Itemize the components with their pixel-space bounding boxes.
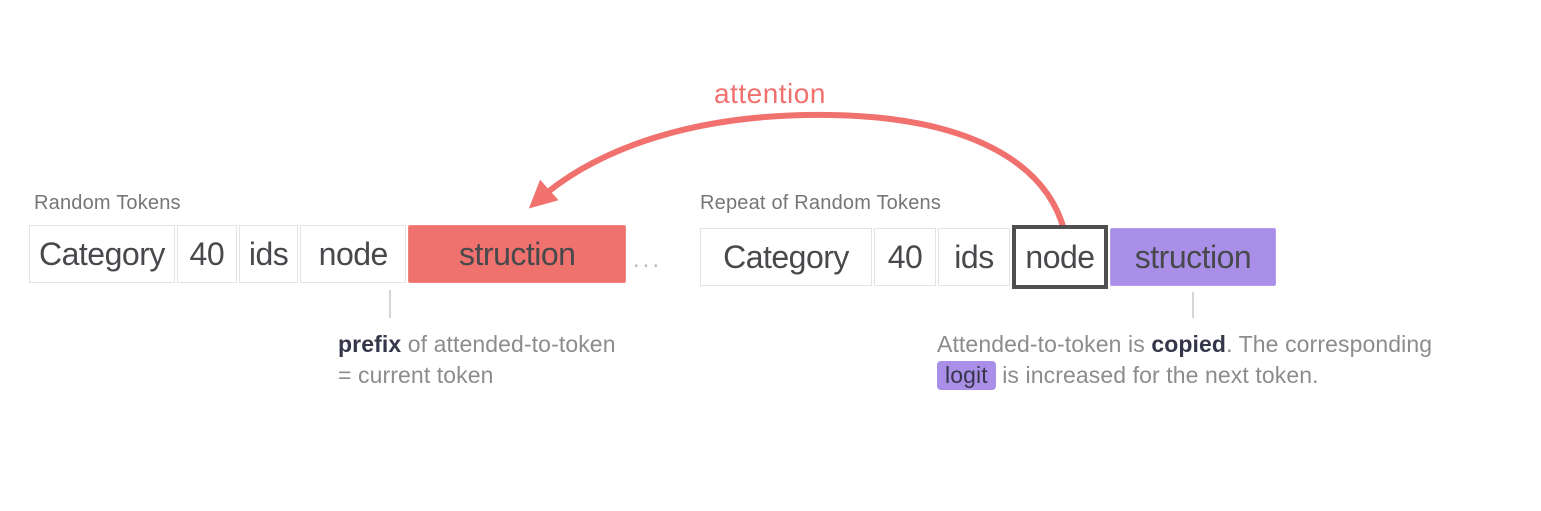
left-caption-line1: prefix of attended-to-token	[338, 329, 616, 360]
token-category: Category	[29, 225, 175, 283]
token-struction-highlighted-purple: struction	[1110, 228, 1276, 286]
right-caption-bold-copied: copied	[1151, 331, 1227, 357]
right-caption-tick	[1192, 292, 1194, 318]
attention-label: attention	[714, 78, 826, 109]
left-caption-line1-rest: of attended-to-token	[401, 331, 616, 357]
token-40: 40	[176, 225, 237, 283]
left-token-row: Category 40 ids node struction	[29, 225, 627, 283]
left-sequence-label: Random Tokens	[34, 192, 181, 214]
right-caption-line2: logit is increased for the next token.	[937, 360, 1432, 391]
right-caption: Attended-to-token is copied. The corresp…	[937, 329, 1432, 391]
left-caption-line2: = current token	[338, 362, 494, 388]
right-token-row: Category 40 ids node struction	[700, 225, 1276, 289]
right-caption-line2-rest: is increased for the next token.	[995, 362, 1319, 388]
token-ids: ids	[938, 228, 1010, 286]
left-caption: prefix of attended-to-token = current to…	[338, 329, 616, 391]
right-caption-line1-post: . The corresponding	[1226, 331, 1433, 357]
token-struction-highlighted-red: struction	[408, 225, 627, 283]
sequence-ellipsis: ...	[633, 246, 663, 273]
left-caption-bold-prefix: prefix	[338, 331, 402, 357]
token-category: Category	[700, 228, 872, 286]
right-caption-line1-pre: Attended-to-token is	[937, 331, 1152, 357]
token-40: 40	[874, 228, 936, 286]
token-ids: ids	[238, 225, 299, 283]
right-sequence-label: Repeat of Random Tokens	[700, 192, 942, 214]
logit-highlight: logit	[937, 361, 996, 390]
right-caption-line1: Attended-to-token is copied. The corresp…	[937, 329, 1432, 360]
left-caption-tick	[389, 290, 391, 318]
token-node: node	[300, 225, 407, 283]
token-node-attended-boxed: node	[1012, 225, 1108, 289]
